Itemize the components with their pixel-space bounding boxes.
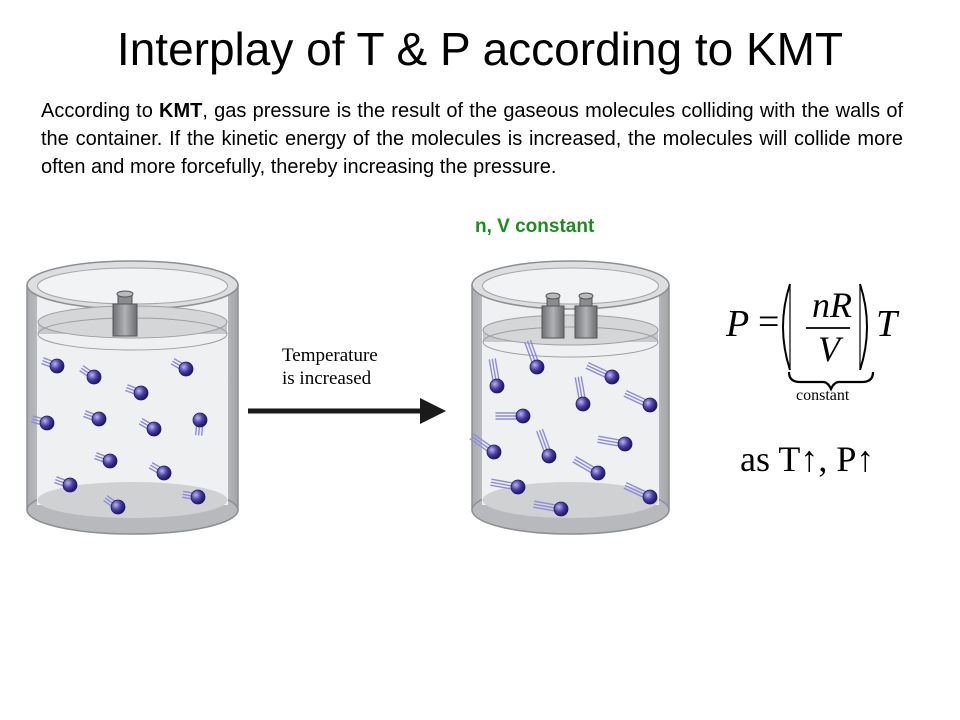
motion-trail: [536, 430, 546, 454]
arrow-label-line1: Temperature: [282, 345, 378, 366]
process-arrow: [248, 398, 446, 424]
gas-molecule: [39, 415, 55, 431]
motion-trail: [623, 395, 645, 407]
ideal-gas-equation: P = nR V T constant: [726, 280, 926, 410]
motion-trail: [533, 506, 557, 512]
motion-trail: [524, 341, 534, 365]
motion-trail: [541, 428, 551, 451]
gas-molecule: [146, 421, 162, 437]
right-container: [471, 260, 670, 535]
gas-molecule: [642, 397, 658, 413]
equation-equals: =: [758, 301, 780, 343]
gas-molecule: [62, 477, 78, 493]
brace-label: constant: [796, 387, 850, 404]
equation-denominator: V: [818, 329, 840, 369]
motion-trail: [572, 461, 593, 474]
gas-molecule: [192, 412, 208, 428]
gas-molecule: [604, 369, 620, 385]
gas-molecule: [590, 465, 606, 481]
gas-molecule: [190, 489, 206, 505]
motion-trail: [580, 376, 586, 400]
motion-trail: [575, 456, 596, 469]
gas-molecule: [510, 479, 526, 495]
gas-molecule: [642, 489, 658, 505]
motion-trail: [623, 487, 645, 499]
motion-trail: [597, 441, 621, 447]
gas-molecule: [178, 361, 194, 377]
explanation-kmt: KMT: [159, 100, 203, 122]
motion-trail: [533, 503, 557, 509]
motion-trail: [624, 484, 647, 496]
right-weights: [541, 292, 598, 339]
motion-trail: [490, 481, 514, 487]
motion-trail: [626, 482, 648, 493]
motion-trail: [577, 376, 583, 400]
left-container: [26, 260, 239, 535]
motion-trail: [471, 435, 491, 450]
motion-trail: [624, 392, 647, 404]
motion-trail: [597, 438, 621, 444]
motion-trail: [491, 358, 497, 382]
constant-note: n, V constant: [475, 216, 595, 237]
gas-molecule: [102, 453, 118, 469]
gas-molecule: [486, 444, 502, 460]
motion-trail: [488, 359, 494, 383]
motion-trail: [588, 362, 610, 373]
gas-molecule: [86, 369, 102, 385]
motion-trail: [586, 364, 609, 376]
gas-molecule: [156, 465, 172, 481]
gas-molecule: [575, 396, 591, 412]
arrow-label-line2: is increased: [282, 368, 372, 389]
motion-trail: [529, 339, 539, 362]
relation-statement: as T↑, P↑: [740, 439, 875, 479]
gas-molecule: [49, 358, 65, 374]
gas-molecule: [617, 436, 633, 452]
equation-brackets: [782, 283, 875, 392]
arrow-label: Temperature is increased: [282, 344, 378, 390]
gas-molecule: [541, 448, 557, 464]
motion-trail: [573, 458, 595, 472]
motion-trail: [585, 367, 607, 379]
motion-trail: [490, 484, 514, 490]
motion-trail: [539, 429, 548, 453]
equation-lhs: P: [726, 303, 750, 345]
gas-molecule: [110, 499, 126, 515]
explanation-lead: According to: [41, 100, 160, 122]
left-weight: [112, 290, 138, 337]
motion-trail: [469, 438, 489, 453]
gas-molecule: [515, 408, 531, 424]
motion-trail: [472, 433, 493, 448]
motion-trail: [527, 340, 536, 364]
motion-trail: [598, 435, 622, 441]
motion-trail: [574, 377, 580, 401]
motion-trail: [534, 500, 558, 506]
explanation-rest: , gas pressure is the result of the gase…: [41, 100, 903, 178]
gas-molecule: [553, 501, 569, 517]
gas-molecule: [489, 378, 505, 394]
motion-trail: [491, 478, 515, 484]
gas-molecule: [91, 411, 107, 427]
motion-trail: [626, 390, 648, 401]
motion-trail: [494, 358, 500, 382]
gas-molecules: [31, 339, 658, 517]
equation-factor: T: [876, 303, 898, 345]
gas-molecule: [529, 359, 545, 375]
slide-title: Interplay of T & P according to KMT: [116, 23, 844, 75]
kmt-explanation: According to KMT, gas pressure is the re…: [41, 97, 903, 181]
equation-numerator: nR: [812, 285, 852, 325]
gas-molecule: [133, 385, 149, 401]
